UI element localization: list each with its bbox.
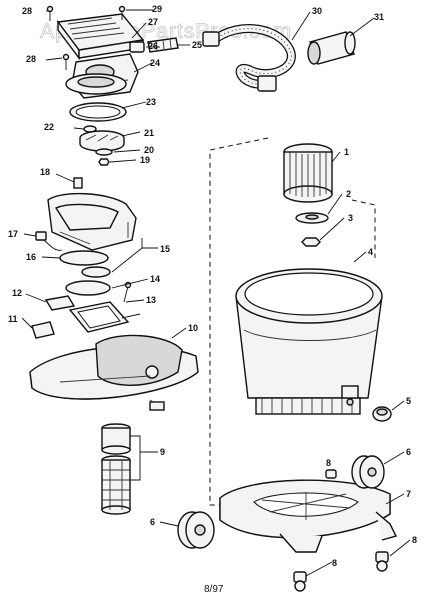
screw-14	[123, 281, 132, 303]
blower-housing-24	[65, 73, 127, 95]
latch-11	[31, 321, 55, 339]
wheel-6-left	[177, 511, 215, 549]
callout-31: 31	[374, 12, 384, 22]
caster-8-bottom	[293, 571, 307, 592]
callout-21: 21	[144, 128, 154, 138]
callout-7: 7	[406, 489, 411, 499]
callout-22: 22	[44, 122, 54, 132]
callout-3: 3	[348, 213, 353, 223]
callout-9: 9	[160, 447, 165, 457]
callout-16: 16	[26, 252, 36, 262]
callout-17: 17	[8, 229, 18, 239]
callout-6-left: 6	[150, 517, 155, 527]
callout-5: 5	[406, 396, 411, 406]
callout-28-mid: 28	[26, 54, 36, 64]
float-14b	[65, 280, 111, 296]
callout-13: 13	[146, 295, 156, 305]
caster-8-right	[375, 551, 389, 572]
leader-lines	[21, 9, 411, 577]
callout-8-right: 8	[412, 535, 417, 545]
hose-adapter-31	[307, 31, 356, 65]
callout-28-top: 28	[22, 6, 32, 16]
drain-cap-5	[372, 406, 392, 422]
drum-4	[235, 268, 383, 415]
bracket-12	[44, 295, 76, 311]
callout-15: 15	[160, 244, 170, 254]
motor-screw-28	[62, 53, 70, 70]
assembly-guide-right	[351, 199, 376, 258]
callout-6-right: 6	[406, 447, 411, 457]
cover-screw-29	[118, 5, 126, 20]
float-ball-15	[81, 266, 111, 278]
callout-25: 25	[192, 40, 202, 50]
impeller-21	[79, 130, 125, 152]
callout-23: 23	[146, 97, 156, 107]
callout-29: 29	[152, 4, 162, 14]
motor-cover	[56, 13, 145, 61]
foam-sleeve-9	[101, 423, 131, 455]
callout-11: 11	[8, 314, 18, 324]
callout-10: 10	[188, 323, 198, 333]
callout-1: 1	[344, 147, 349, 157]
callout-4: 4	[368, 247, 373, 257]
callout-18: 18	[40, 167, 50, 177]
caster-8-back	[325, 469, 337, 479]
float-cage-18	[73, 177, 83, 189]
hose-30	[202, 24, 296, 92]
retainer-nut-3	[301, 237, 321, 247]
date-code: 8/97	[204, 584, 224, 595]
callout-27: 27	[148, 17, 158, 27]
callout-2: 2	[346, 189, 351, 199]
callout-19: 19	[140, 155, 150, 165]
assembly-guide-left	[209, 137, 269, 506]
wheel-6-right	[351, 455, 385, 489]
callout-30: 30	[312, 6, 322, 16]
callout-24: 24	[150, 58, 160, 68]
gasket-13	[68, 301, 130, 333]
switch-26	[129, 41, 145, 53]
callout-14: 14	[150, 274, 160, 284]
cartridge-filter-1	[283, 143, 333, 203]
filter-cage-9	[101, 455, 131, 515]
nut-19	[98, 158, 110, 166]
spacer-20	[95, 148, 113, 156]
lid-10	[29, 334, 199, 411]
dolly-base-7	[219, 479, 398, 553]
callout-8-bottom: 8	[332, 558, 337, 568]
filter-retainer-2	[295, 212, 329, 224]
cord-connector-25	[147, 37, 179, 53]
cover-screw-28	[46, 5, 54, 21]
callout-26: 26	[148, 41, 158, 51]
callout-8-back: 8	[326, 458, 331, 468]
callout-12: 12	[12, 288, 22, 298]
gasket-23	[69, 102, 127, 122]
float-housing	[47, 192, 137, 251]
filter-screen-16	[59, 250, 109, 266]
callout-20: 20	[144, 145, 154, 155]
